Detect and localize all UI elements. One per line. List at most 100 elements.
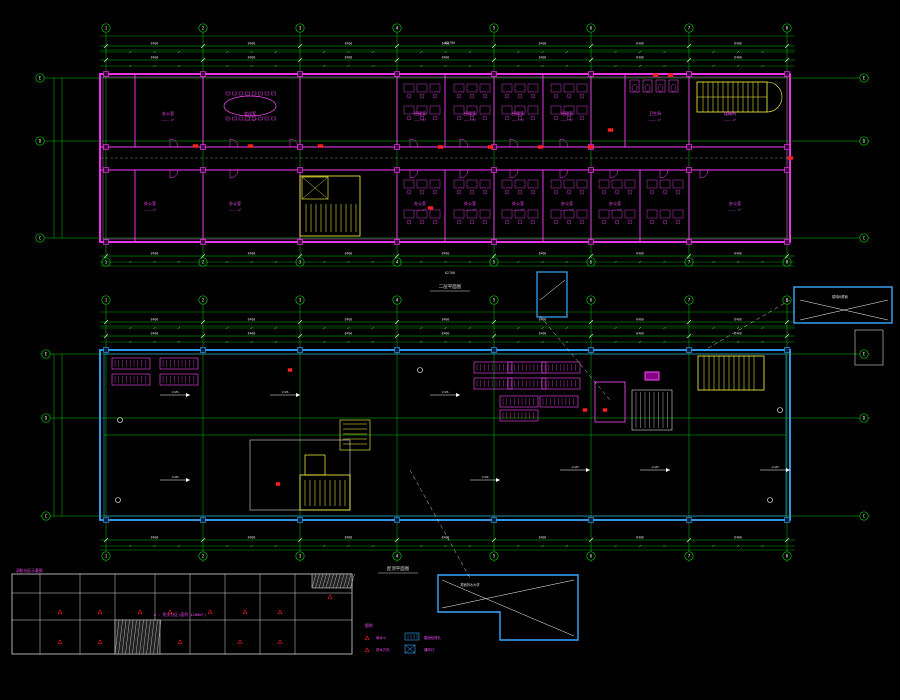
key-plan-marker [237, 639, 243, 644]
dimension-text: 8400 [539, 252, 547, 256]
structural-column [686, 144, 692, 150]
office-chair [517, 189, 523, 195]
red-mark [602, 408, 608, 412]
detail-label: 屋面排水大样 [460, 582, 480, 587]
drain-arrowhead [666, 468, 670, 472]
structural-column [588, 167, 594, 173]
office-desk [416, 105, 428, 115]
office-chair [614, 219, 620, 225]
grid-bubble [198, 551, 208, 561]
office-desk [576, 179, 588, 189]
structural-column [103, 347, 109, 353]
hatch-line [114, 619, 120, 655]
room-name: 办公室 [229, 200, 241, 206]
office-chair [456, 189, 462, 195]
grid-bubble [35, 136, 45, 146]
dimension-text: 8400 [345, 42, 353, 46]
roof-drain [417, 367, 423, 373]
office-desk [479, 209, 491, 219]
dimension-tick [103, 333, 109, 339]
key-plan-marker [177, 639, 183, 644]
dimension-tick [491, 43, 497, 49]
detail-leader [539, 315, 611, 401]
key-plan-frame [11, 573, 353, 655]
key-plan-marker [137, 609, 143, 614]
grid-bubble-label: E [863, 352, 866, 358]
grid-bubble-label: D [863, 416, 866, 422]
room-name: 经理室 [464, 110, 476, 116]
dimension-tick [491, 537, 497, 543]
office-desk [527, 179, 539, 189]
detail-line [539, 279, 566, 301]
office-desk [659, 209, 671, 219]
chair [264, 91, 270, 96]
key-plan-marker [57, 609, 63, 614]
office-desk [527, 83, 539, 93]
fire-hydrant-mark [437, 145, 444, 149]
office-chair [601, 189, 607, 195]
dimension-text: 8400 [734, 252, 742, 256]
dimension-tick [686, 333, 692, 339]
hatch-line [325, 573, 331, 589]
room-name: 会议室 [244, 110, 256, 116]
slope-text: i=2% [171, 390, 178, 394]
dimension-text: 8400 [734, 332, 742, 336]
dimension-tick [297, 43, 303, 49]
ac-unit [159, 373, 199, 386]
chair [232, 91, 237, 96]
room-name: 办公室 [414, 200, 426, 206]
door-swing [659, 169, 669, 179]
office-chair [553, 115, 559, 121]
office-desk [501, 209, 513, 219]
drain-arrowhead [296, 393, 300, 397]
dimension-text: 8400 [539, 332, 547, 336]
structural-column [491, 167, 497, 173]
dimension-text: 8400 [636, 252, 644, 256]
grid-bubble [586, 551, 596, 561]
slope-text: i=2% [481, 475, 488, 479]
dimension-text: 8400 [345, 332, 353, 336]
dimension-tick [200, 319, 206, 325]
office-desk [672, 179, 684, 189]
structural-column [103, 517, 109, 523]
ac-unit [473, 361, 513, 374]
room-area: ~~~~ m² [649, 118, 662, 122]
office-chair [601, 219, 607, 225]
detail-leader [704, 299, 791, 351]
stair-center [299, 175, 361, 237]
dimension-tick [588, 253, 594, 259]
room-name: 卫生间 [649, 110, 661, 116]
office-chair [504, 219, 510, 225]
dimension-text: 8400 [248, 56, 256, 60]
detail-leader [409, 469, 471, 579]
door-swing [169, 169, 179, 179]
door-swing [559, 138, 569, 148]
dimension-tick [686, 57, 692, 63]
office-desk [453, 179, 465, 189]
grid-bubble [392, 295, 402, 305]
office-chair [432, 219, 438, 225]
dimension-text: 8400 [734, 56, 742, 60]
door-swing [459, 169, 469, 179]
office-chair [614, 189, 620, 195]
chair [225, 116, 231, 121]
grid-bubble-label: 1 [105, 298, 108, 304]
toilet-fixture [657, 84, 664, 92]
office-chair [566, 189, 572, 195]
grid-bubble [684, 295, 694, 305]
office-desk [550, 105, 562, 115]
chair [271, 91, 276, 96]
office-chair [553, 93, 559, 99]
elevator-roof [304, 454, 326, 476]
room-area: ~~~~ m² [724, 118, 737, 122]
office-desk [514, 179, 526, 189]
office-chair [530, 219, 536, 225]
door-swing [409, 169, 419, 179]
dimension-text: 8400 [151, 318, 159, 322]
office-desk [672, 209, 684, 219]
grid-bubble-label: 2 [202, 554, 205, 560]
office-desk [576, 105, 588, 115]
grid-bubble-label: 2 [202, 298, 205, 304]
office-chair [530, 93, 536, 99]
